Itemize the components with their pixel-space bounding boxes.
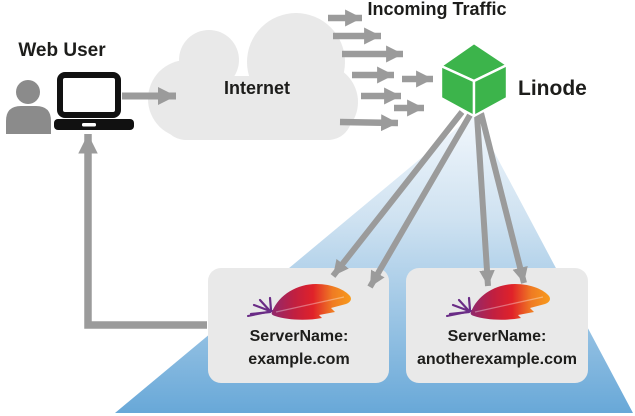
server1-name-label: ServerName:: [250, 328, 349, 345]
laptop-icon: [54, 72, 134, 130]
server2-name-label: ServerName:: [448, 328, 547, 345]
person-icon: [6, 80, 51, 134]
cloud-icon: [148, 13, 358, 140]
internet-label: Internet: [224, 78, 290, 98]
incoming-traffic-arrows: [328, 9, 433, 132]
cube-right-face: [472, 63, 509, 118]
linode-cube-icon: [439, 41, 509, 118]
to-server1-arrow: [330, 110, 465, 278]
server1-domain: example.com: [248, 351, 349, 368]
server2-domain: anotherexample.com: [417, 351, 577, 368]
arrows-layer: [78, 9, 528, 329]
to-server1-arrow: [367, 113, 473, 289]
distribution-arrows: [330, 110, 528, 289]
incoming-traffic-label: Incoming Traffic: [367, 0, 506, 19]
to-server2-arrow: [474, 114, 495, 287]
linode-label: Linode: [518, 77, 587, 100]
web-user-label: Web User: [18, 40, 106, 61]
to-server2-arrow: [478, 112, 528, 284]
server-to-user-return-arrow: [78, 134, 207, 329]
traffic-arrow: [339, 114, 399, 132]
